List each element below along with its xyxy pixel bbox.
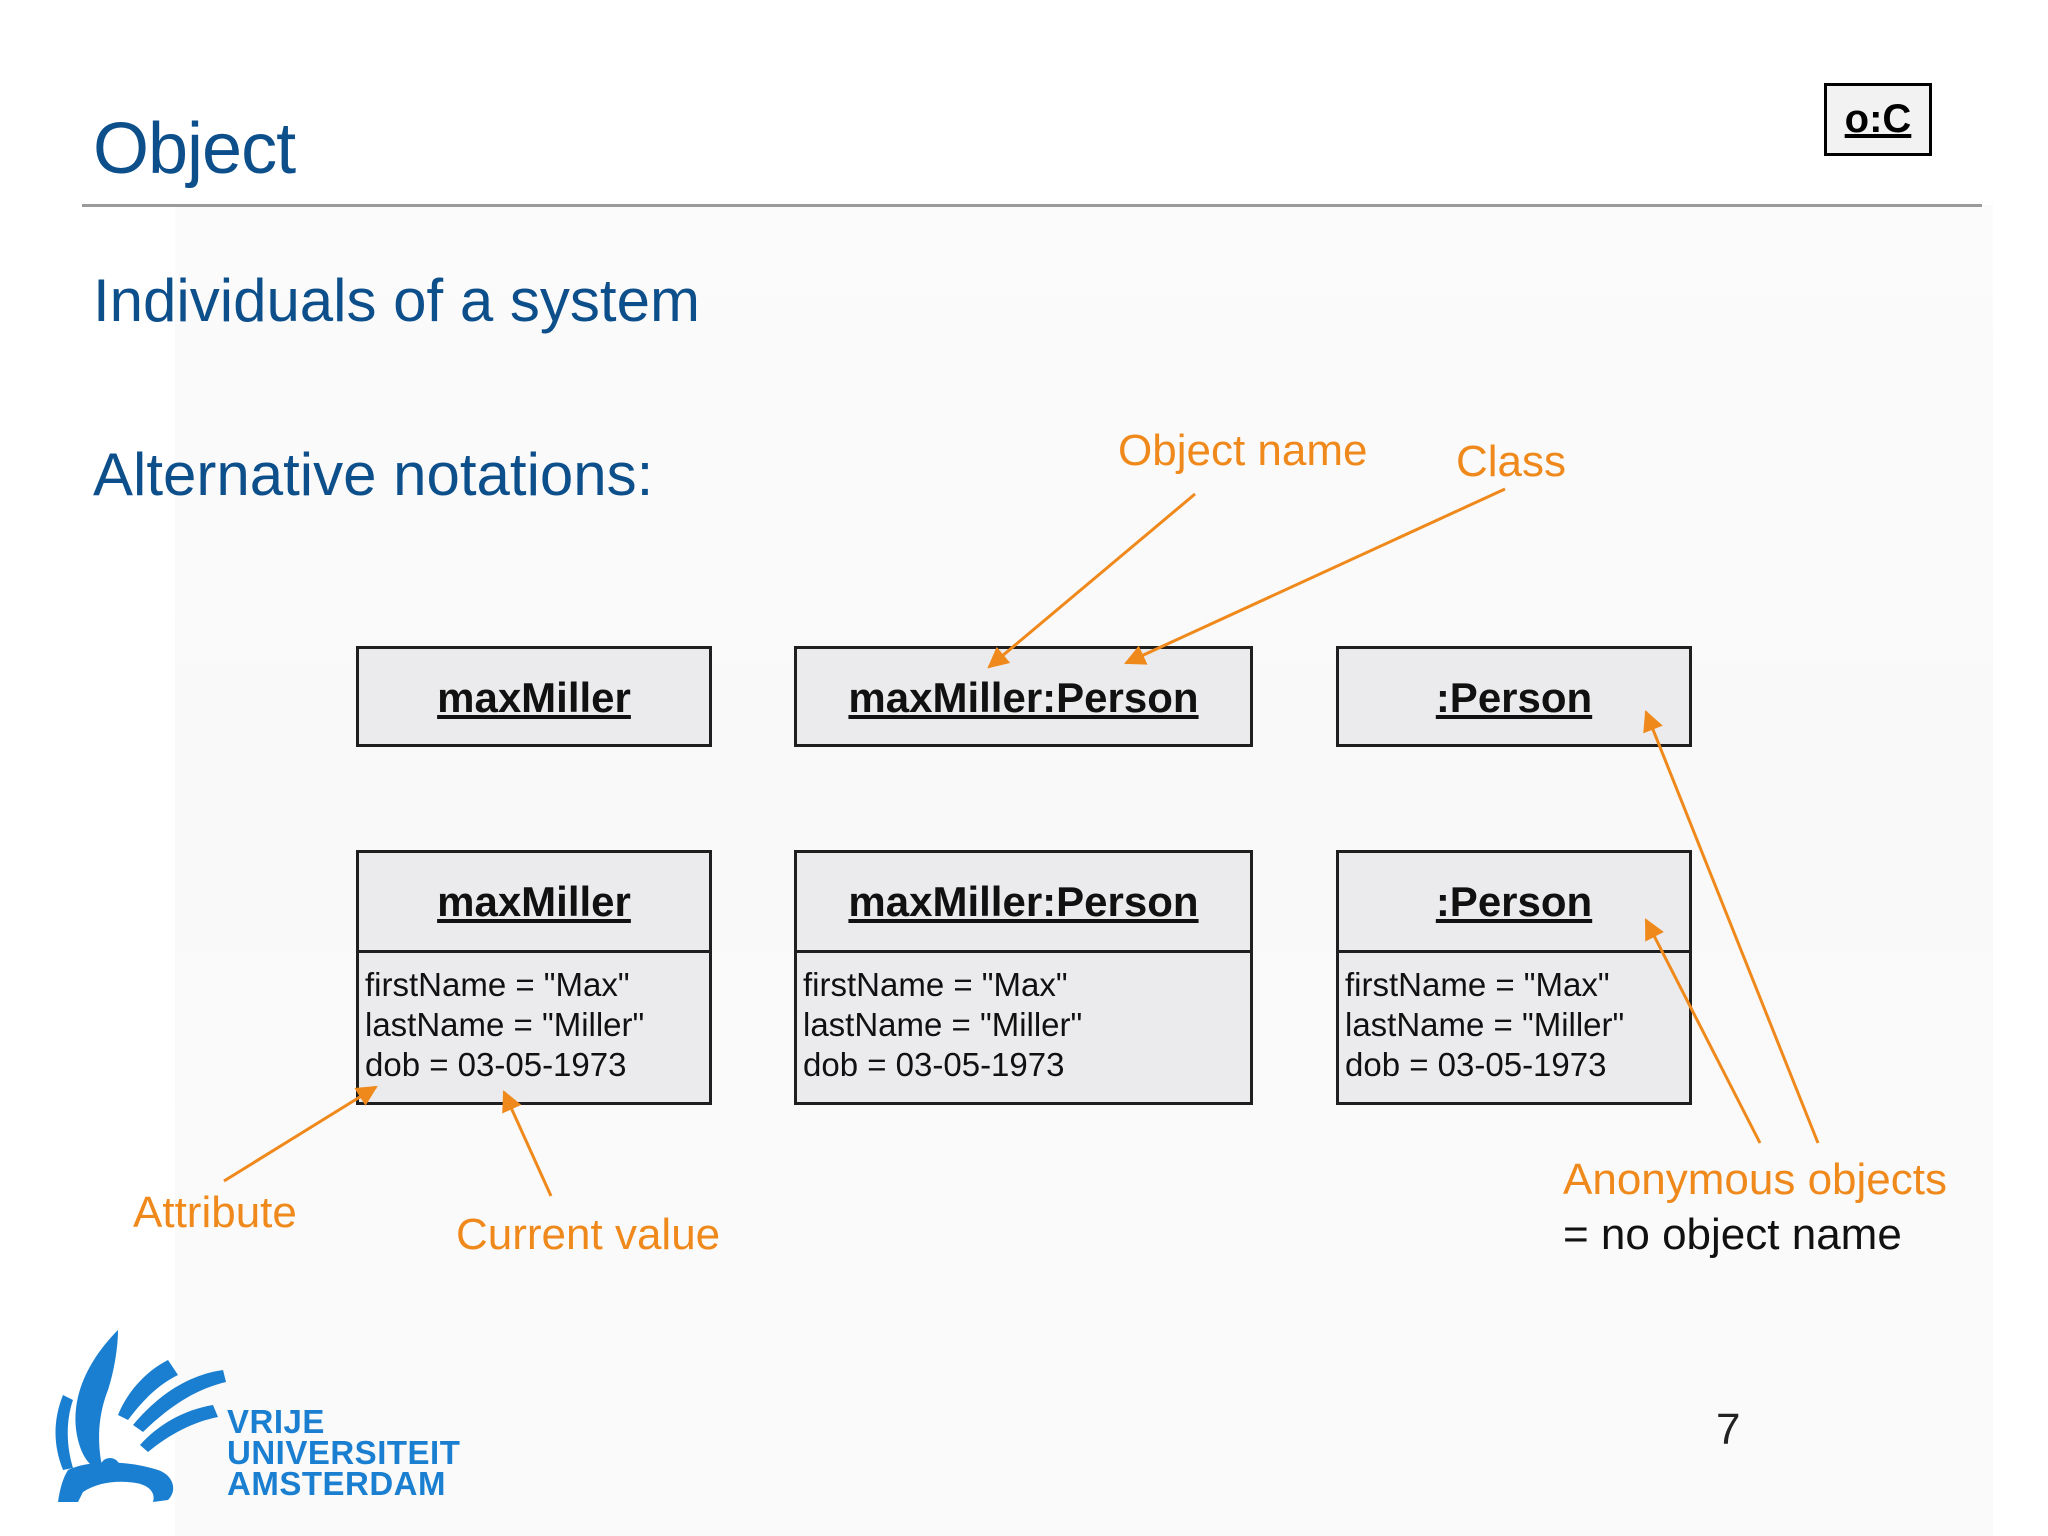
wordmark-line: AMSTERDAM [227, 1465, 446, 1502]
arrow-object-name [987, 492, 1196, 669]
object-notation-badge: o:C [1824, 83, 1932, 156]
object-box-name-only: maxMiller [356, 646, 712, 747]
attribute-line: firstName = "Max" [803, 966, 1068, 1003]
arrow-anonymous-row2 [1644, 918, 1762, 1144]
page-number: 7 [1716, 1405, 1741, 1454]
slide-title: Object [93, 109, 296, 189]
attribute-line: firstName = "Max" [1345, 966, 1610, 1003]
attribute-list: firstName = "Max" lastName = "Miller" do… [1339, 953, 1689, 1085]
wordmark-line: VRIJE [227, 1403, 325, 1440]
callout-current-value: Current value [456, 1210, 721, 1259]
anonymous-objects-note: = no object name [1563, 1210, 1902, 1259]
arrow-current-value [502, 1090, 553, 1197]
arrow-anonymous-row1 [1643, 710, 1820, 1144]
object-box-name-and-class-with-attributes: maxMiller:Person firstName = "Max" lastN… [794, 850, 1253, 1105]
object-box-head: maxMiller [437, 673, 631, 721]
attribute-line: lastName = "Miller" [1345, 1006, 1625, 1043]
attribute-line: firstName = "Max" [365, 966, 630, 1003]
attribute-line: dob = 03-05-1973 [365, 1046, 627, 1083]
subtitle-individuals: Individuals of a system [93, 267, 700, 334]
attribute-line: dob = 03-05-1973 [803, 1046, 1065, 1083]
callout-class: Class [1456, 437, 1567, 486]
university-wordmark: VRIJE UNIVERSITEIT AMSTERDAM [227, 1403, 461, 1502]
attribute-line: dob = 03-05-1973 [1345, 1046, 1607, 1083]
attribute-line: lastName = "Miller" [365, 1006, 645, 1043]
attribute-list: firstName = "Max" lastName = "Miller" do… [359, 953, 709, 1085]
object-box-head: :Person [1435, 673, 1593, 721]
attribute-line: lastName = "Miller" [803, 1006, 1083, 1043]
object-box-head: maxMiller [359, 853, 709, 953]
arrow-attribute [223, 1085, 378, 1183]
title-divider [82, 204, 1982, 207]
callout-object-name: Object name [1118, 426, 1368, 475]
object-box-anonymous: :Person [1336, 646, 1692, 747]
object-box-head: :Person [1339, 853, 1689, 953]
object-box-head: maxMiller:Person [797, 853, 1250, 953]
object-box-head: maxMiller:Person [848, 673, 1199, 721]
object-box-name-only-with-attributes: maxMiller firstName = "Max" lastName = "… [356, 850, 712, 1105]
attribute-list: firstName = "Max" lastName = "Miller" do… [797, 953, 1250, 1085]
object-box-name-and-class: maxMiller:Person [794, 646, 1253, 747]
wordmark-line: UNIVERSITEIT [227, 1434, 461, 1471]
callout-anonymous-objects: Anonymous objects [1563, 1155, 1947, 1204]
object-box-anonymous-with-attributes: :Person firstName = "Max" lastName = "Mi… [1336, 850, 1692, 1105]
subtitle-alternative-notations: Alternative notations: [93, 441, 654, 508]
callout-attribute: Attribute [133, 1188, 297, 1237]
arrow-class [1124, 487, 1506, 665]
griffin-logo-icon [55, 1330, 226, 1502]
